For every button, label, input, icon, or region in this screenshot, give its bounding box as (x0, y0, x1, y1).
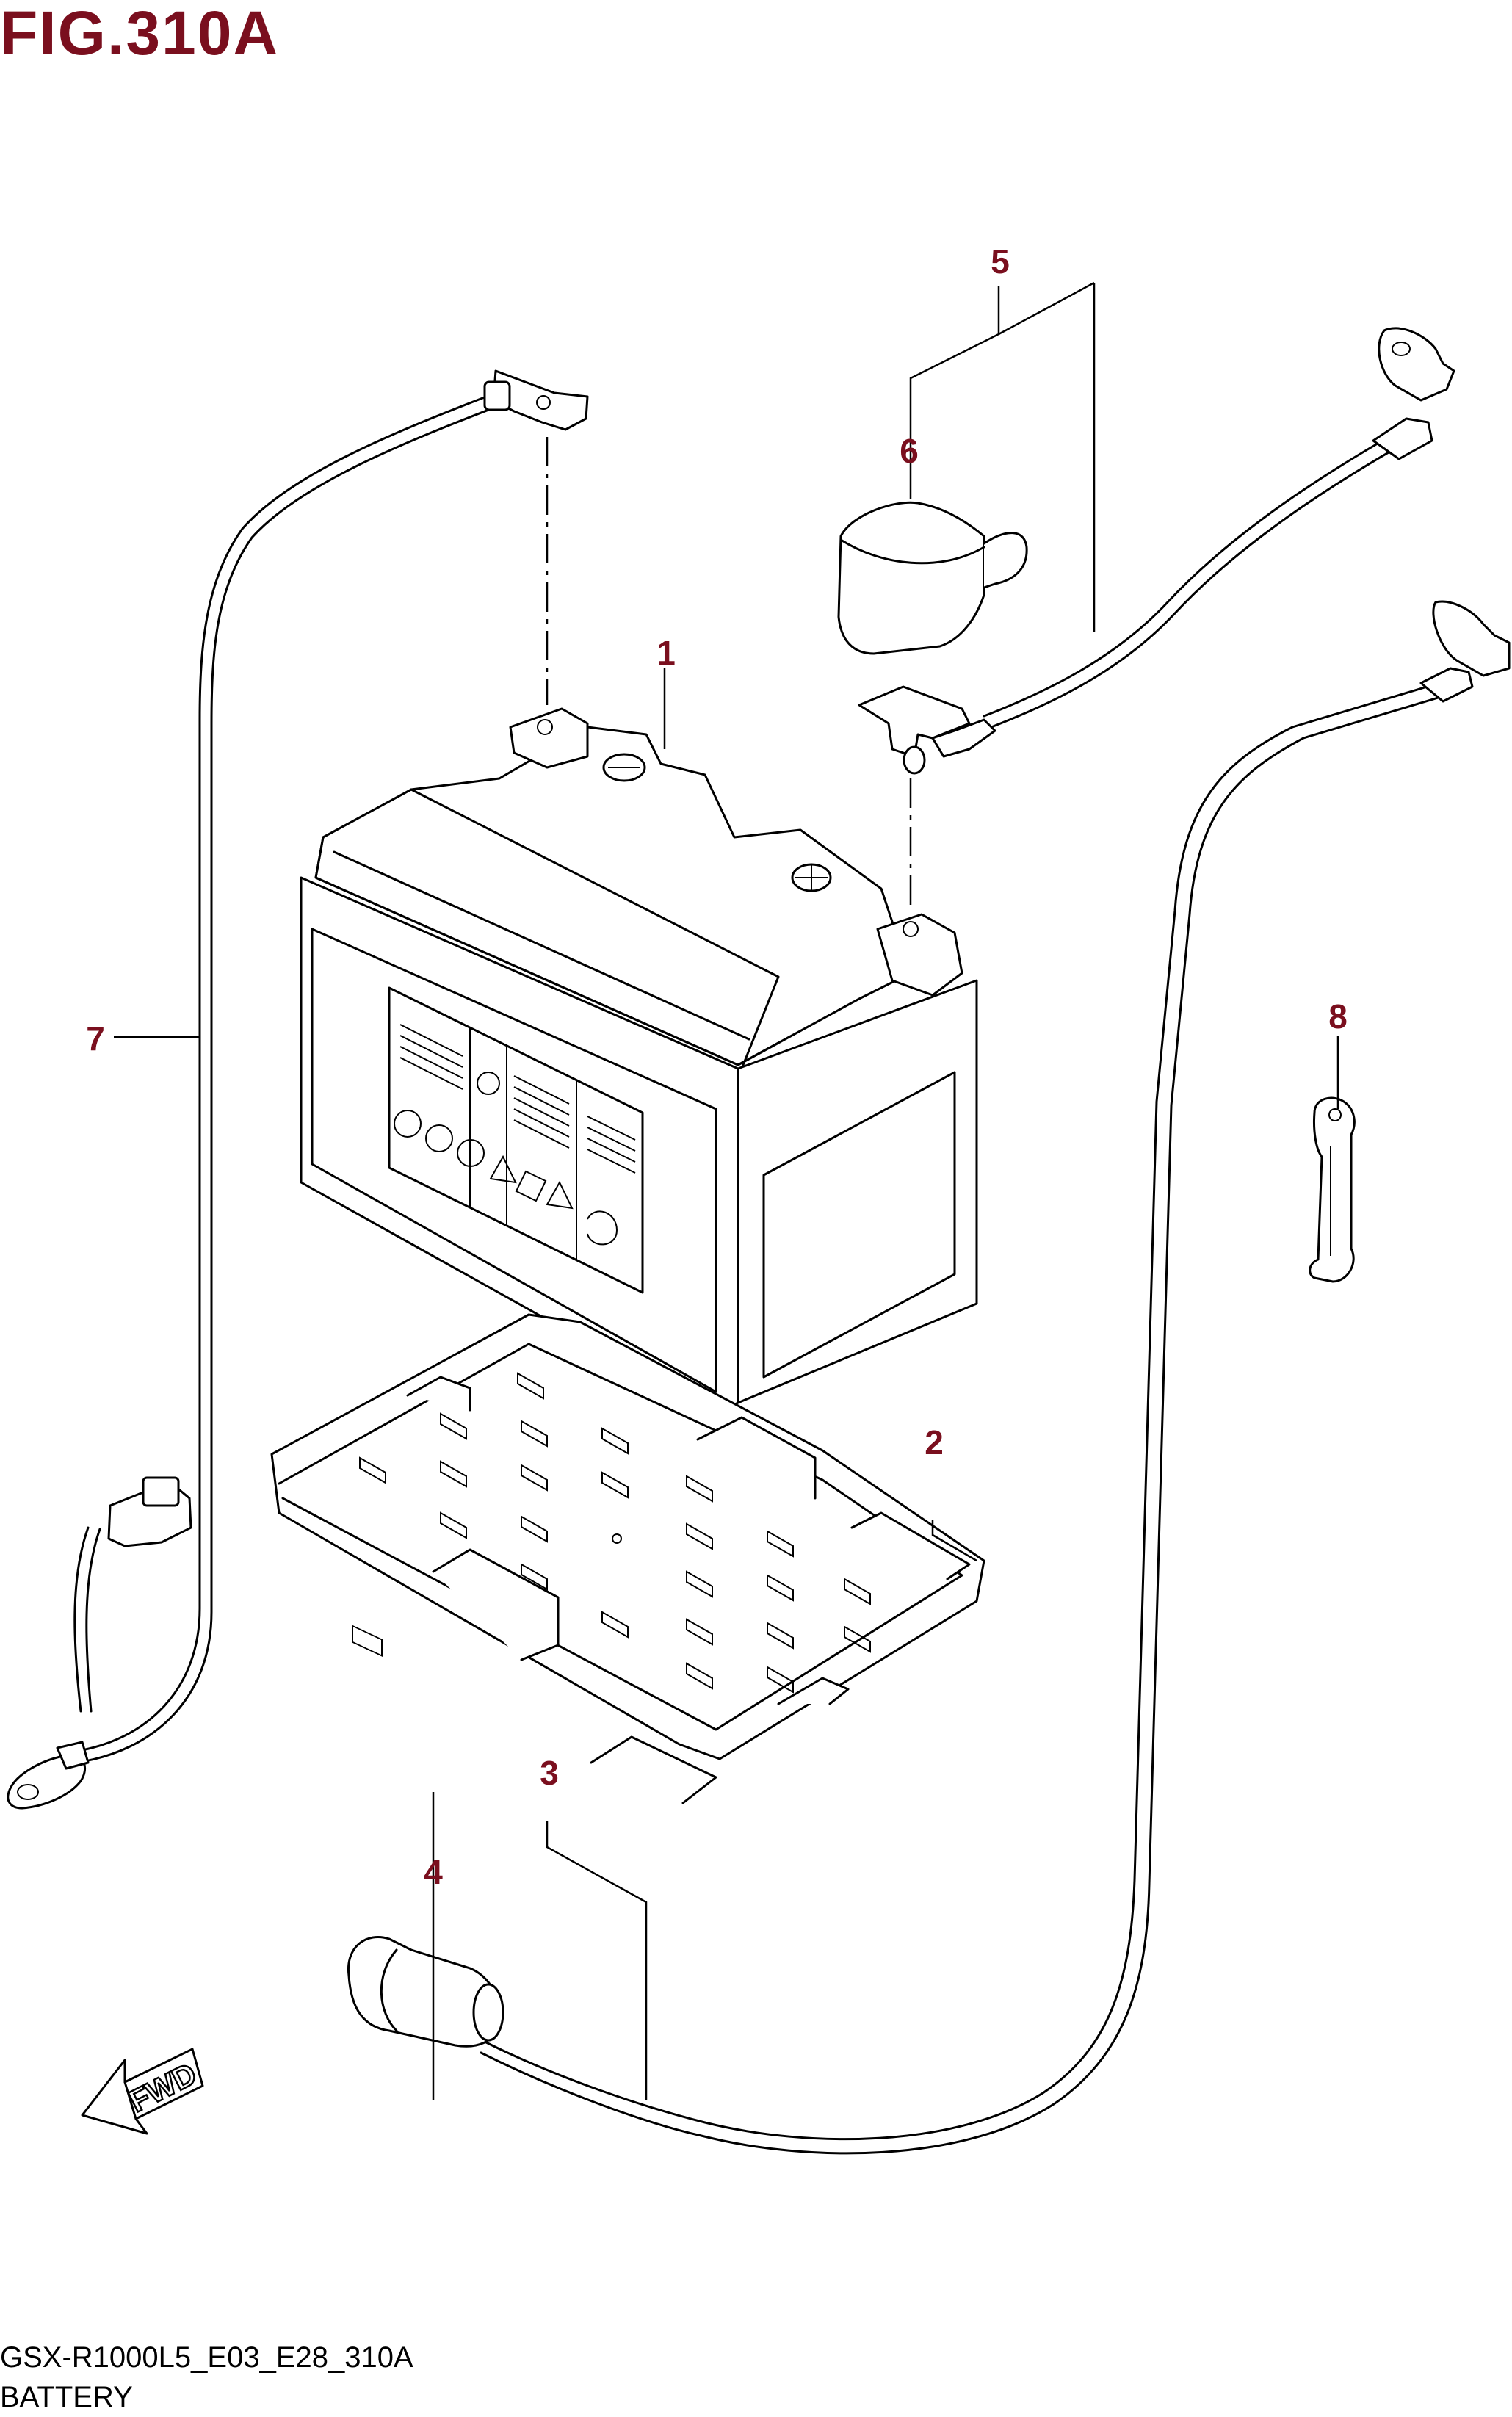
footer-section-name: BATTERY (0, 2381, 133, 2413)
callout-1: 1 (656, 634, 676, 672)
callout-6: 6 (900, 432, 919, 470)
callout-3: 3 (540, 1754, 559, 1792)
part-5-positive-lead[interactable] (858, 327, 1455, 775)
callout-2: 2 (925, 1423, 944, 1462)
part-7-negative-lead[interactable] (7, 369, 589, 1810)
callout-4: 4 (424, 1853, 443, 1891)
fwd-arrow-icon: FWD (81, 2048, 204, 2135)
figure-title: FIG.310A (0, 0, 280, 68)
callout-7: 7 (86, 1019, 105, 1058)
part-8-clamp[interactable] (1309, 1096, 1356, 1283)
part-1-battery[interactable] (300, 707, 978, 1415)
tray-slots (359, 1372, 871, 1694)
part-6-terminal-cover[interactable] (837, 501, 1028, 655)
callout-8: 8 (1328, 997, 1348, 1036)
callout-5: 5 (991, 242, 1010, 281)
part-3-breather-hose[interactable] (480, 600, 1511, 2155)
part-4-hose-cap[interactable] (347, 1935, 504, 2048)
part-2-battery-tray[interactable] (270, 1313, 985, 1804)
leader-lines (114, 281, 1339, 2100)
footer-model-code: GSX-R1000L5_E03_E28_310A (0, 2341, 413, 2374)
